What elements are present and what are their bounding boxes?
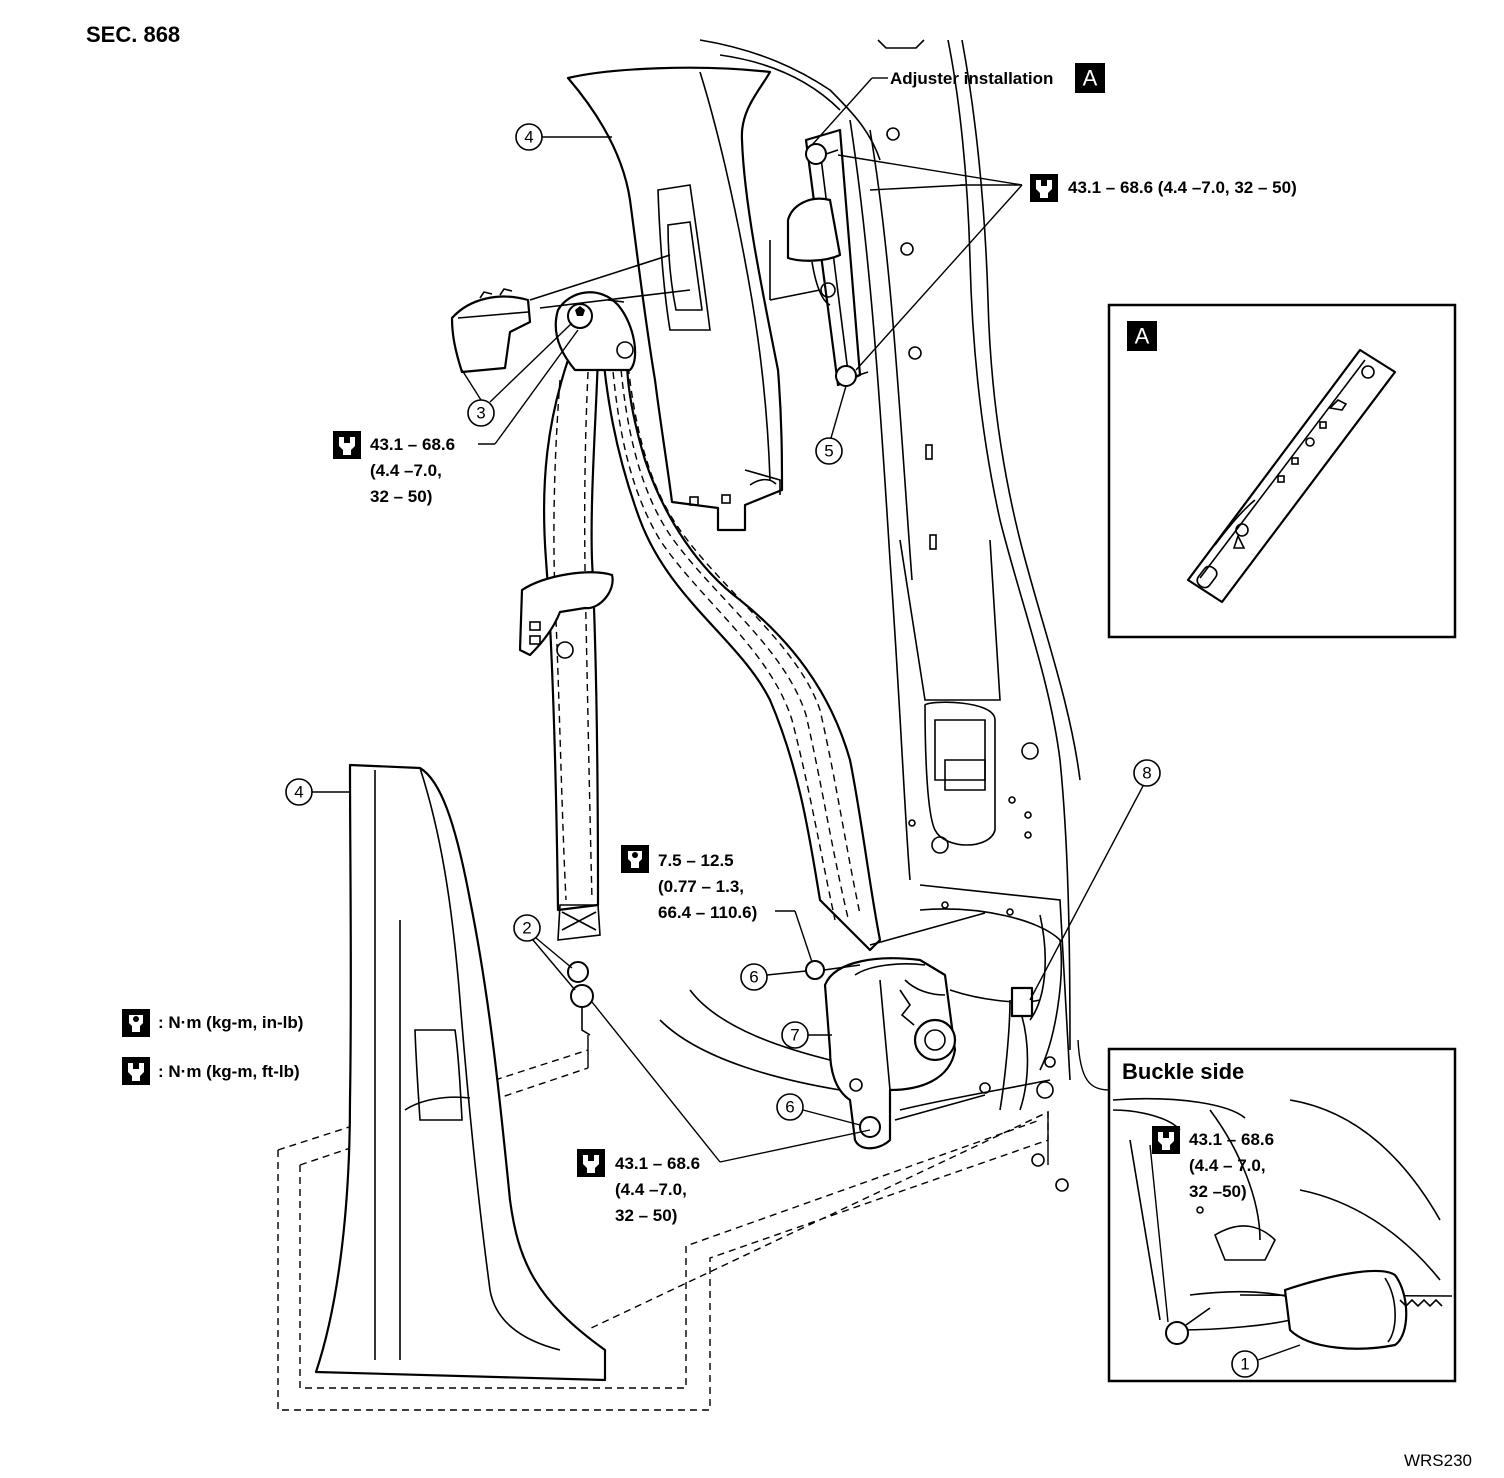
lower-anchor bbox=[567, 961, 594, 1036]
svg-text:43.1 – 68.6: 43.1 – 68.6 bbox=[1189, 1130, 1274, 1149]
svg-text:(4.4 –7.0,: (4.4 –7.0, bbox=[370, 461, 442, 480]
svg-text:4: 4 bbox=[294, 783, 303, 802]
callout-2: 2 bbox=[513, 914, 576, 991]
svg-text:(4.4 –7.0,: (4.4 –7.0, bbox=[615, 1180, 687, 1199]
svg-text:7.5 – 12.5: 7.5 – 12.5 bbox=[658, 851, 734, 870]
callout-3: 3 bbox=[461, 322, 573, 427]
svg-text:32 – 50): 32 – 50) bbox=[370, 487, 432, 506]
svg-text:66.4 – 110.6): 66.4 – 110.6) bbox=[658, 903, 757, 922]
callout-1: 1 bbox=[1231, 1344, 1301, 1378]
retractor bbox=[805, 912, 1046, 1150]
buckle-side-panel: Buckle side 43.1 – 68.6 (4.4 – 7.0, 32 –… bbox=[1107, 1047, 1457, 1383]
svg-text:32 – 50): 32 – 50) bbox=[615, 1206, 677, 1225]
torque-retractor-bolt: 7.5 – 12.5 (0.77 – 1.3, 66.4 – 110.6) bbox=[621, 845, 813, 963]
wrench-icon bbox=[1030, 174, 1058, 202]
anchor-cover bbox=[450, 288, 532, 374]
torque-anchor-upper: 43.1 – 68.6 (4.4 –7.0, 32 – 50) bbox=[333, 329, 579, 506]
svg-text:32 –50): 32 –50) bbox=[1189, 1182, 1247, 1201]
svg-text:6: 6 bbox=[785, 1098, 794, 1117]
svg-text:5: 5 bbox=[824, 442, 833, 461]
seat-belt-webbing bbox=[518, 343, 882, 952]
body-panel bbox=[659, 39, 1081, 1111]
inset-a-panel: A bbox=[1107, 303, 1457, 639]
wrench-icon bbox=[333, 431, 361, 459]
svg-text:: N·m (kg-m, ft-lb): : N·m (kg-m, ft-lb) bbox=[158, 1062, 300, 1081]
callout-6-lower: 6 bbox=[776, 1093, 861, 1126]
svg-text:7: 7 bbox=[790, 1026, 799, 1045]
svg-text:A: A bbox=[1135, 324, 1150, 349]
height-adjuster bbox=[769, 128, 966, 387]
svg-text:6: 6 bbox=[749, 968, 758, 987]
callout-7: 7 bbox=[781, 1021, 832, 1049]
svg-text:1: 1 bbox=[1240, 1355, 1249, 1374]
torque-lower-anchor: 43.1 – 68.6 (4.4 –7.0, 32 – 50) bbox=[577, 1001, 871, 1225]
svg-text:Adjuster installation: Adjuster installation bbox=[890, 69, 1053, 88]
callout-4-lower: 4 bbox=[285, 778, 350, 806]
wrench-icon bbox=[577, 1149, 605, 1177]
section-label: SEC. 868 bbox=[86, 22, 180, 47]
svg-text:43.1 – 68.6: 43.1 – 68.6 bbox=[370, 435, 455, 454]
callout-6-upper: 6 bbox=[740, 963, 807, 991]
socket-icon bbox=[621, 845, 649, 873]
socket-icon bbox=[122, 1009, 150, 1037]
svg-text:43.1 – 68.6 (4.4 –7.0, 32 – 50: 43.1 – 68.6 (4.4 –7.0, 32 – 50) bbox=[1068, 178, 1297, 197]
callout-5: 5 bbox=[815, 385, 847, 465]
svg-text:2: 2 bbox=[522, 919, 531, 938]
figure-code: WRS230 bbox=[1404, 1451, 1472, 1470]
callout-8: 8 bbox=[1029, 759, 1161, 1001]
svg-text:3: 3 bbox=[476, 404, 485, 423]
shoulder-anchor bbox=[529, 254, 691, 372]
wrench-icon bbox=[1152, 1126, 1180, 1154]
legend: : N·m (kg-m, in-lb) : N·m (kg-m, ft-lb) bbox=[122, 1009, 303, 1085]
svg-text:(0.77 – 1.3,: (0.77 – 1.3, bbox=[658, 877, 744, 896]
svg-text:A: A bbox=[1083, 66, 1098, 91]
svg-text:(4.4 – 7.0,: (4.4 – 7.0, bbox=[1189, 1156, 1266, 1175]
buckle-side-title: Buckle side bbox=[1122, 1059, 1244, 1084]
svg-text:8: 8 bbox=[1142, 764, 1151, 783]
callout-4-upper: 4 bbox=[515, 123, 612, 151]
torque-adjuster: 43.1 – 68.6 (4.4 –7.0, 32 – 50) bbox=[837, 154, 1297, 371]
svg-text:4: 4 bbox=[524, 128, 533, 147]
upper-pillar-trim bbox=[566, 66, 784, 532]
svg-text:43.1 – 68.6: 43.1 – 68.6 bbox=[615, 1154, 700, 1173]
lower-pillar-trim bbox=[314, 763, 607, 1382]
wrench-icon bbox=[122, 1057, 150, 1085]
adjuster-rail bbox=[1186, 348, 1397, 604]
adjuster-installation-callout: Adjuster installation A bbox=[811, 63, 1105, 146]
svg-text:: N·m (kg-m, in-lb): : N·m (kg-m, in-lb) bbox=[158, 1013, 303, 1032]
